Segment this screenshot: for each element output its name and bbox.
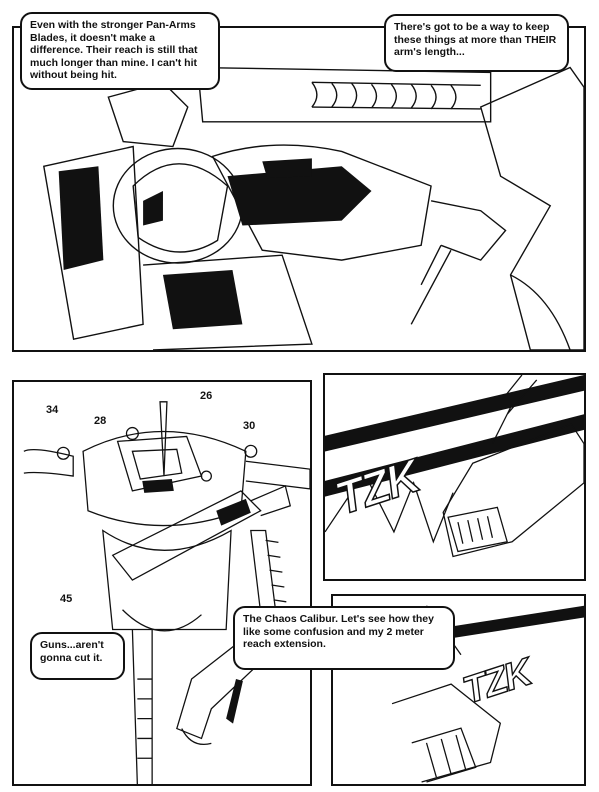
panel-4: TZK The Chaos Calibur. Let's see how the… [233,594,586,786]
panel-3: TZK [323,373,586,581]
panel-3-artwork [324,374,585,558]
panel-2-artwork [23,401,311,785]
target-number-26: 26 [200,390,213,402]
target-number-28: 28 [94,415,107,427]
caption-box-guns: Guns...aren't gonna cut it. [30,632,125,680]
target-number-30: 30 [243,420,256,432]
panel-1-artwork [42,66,585,351]
panel-1: Even with the stronger Pan-Arms Blades, … [12,12,586,352]
target-number-45: 45 [60,593,73,605]
target-number-34: 34 [46,404,59,416]
caption-box-right: There's got to be a way to keep these th… [384,14,569,72]
caption-box-chaos-calibur: The Chaos Calibur. Let's see how they li… [233,606,455,670]
caption-box-left: Even with the stronger Pan-Arms Blades, … [20,12,220,90]
panel-2: 34 28 26 30 45 Guns...aren't gonna cut i… [12,380,312,786]
